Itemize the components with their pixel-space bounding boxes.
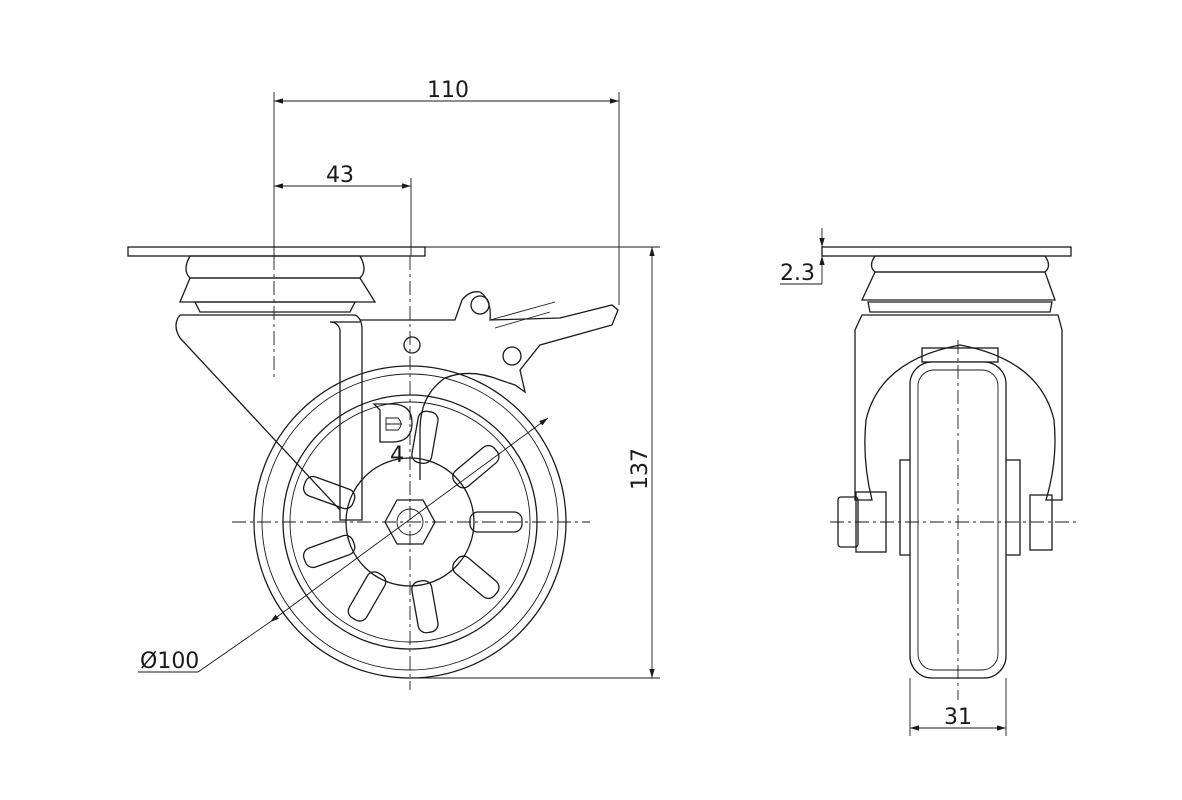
swivel-lower — [193, 301, 357, 313]
dim-110: 110 — [427, 78, 469, 103]
front-top-plate — [821, 246, 1072, 257]
front-fork — [854, 314, 1063, 501]
top-plate — [127, 246, 426, 257]
axle-cap-right — [1029, 494, 1053, 551]
brake-lever — [360, 291, 619, 480]
front-view — [821, 246, 1080, 700]
brake-pivot — [470, 295, 490, 315]
swivel-upper — [185, 255, 365, 279]
dim-43: 43 — [326, 163, 354, 188]
brand-logo — [372, 403, 413, 443]
fork-rivet — [403, 336, 421, 354]
front-dimensions: 2.3 31 — [780, 228, 1007, 736]
dim-diameter: Ø100 — [140, 649, 199, 674]
dim-2-3: 2.3 — [780, 261, 815, 286]
dimension-lines: 110 43 137 Ø100 — [138, 78, 660, 679]
dim-31: 31 — [944, 705, 972, 730]
size-mark: 4 — [390, 443, 404, 468]
fork-leg — [175, 314, 363, 521]
side-view: 4 — [127, 246, 619, 690]
brake-pin — [502, 346, 522, 366]
fork-bridge — [921, 347, 999, 363]
dim-137: 137 — [628, 448, 653, 490]
swivel-raceway — [179, 277, 377, 303]
